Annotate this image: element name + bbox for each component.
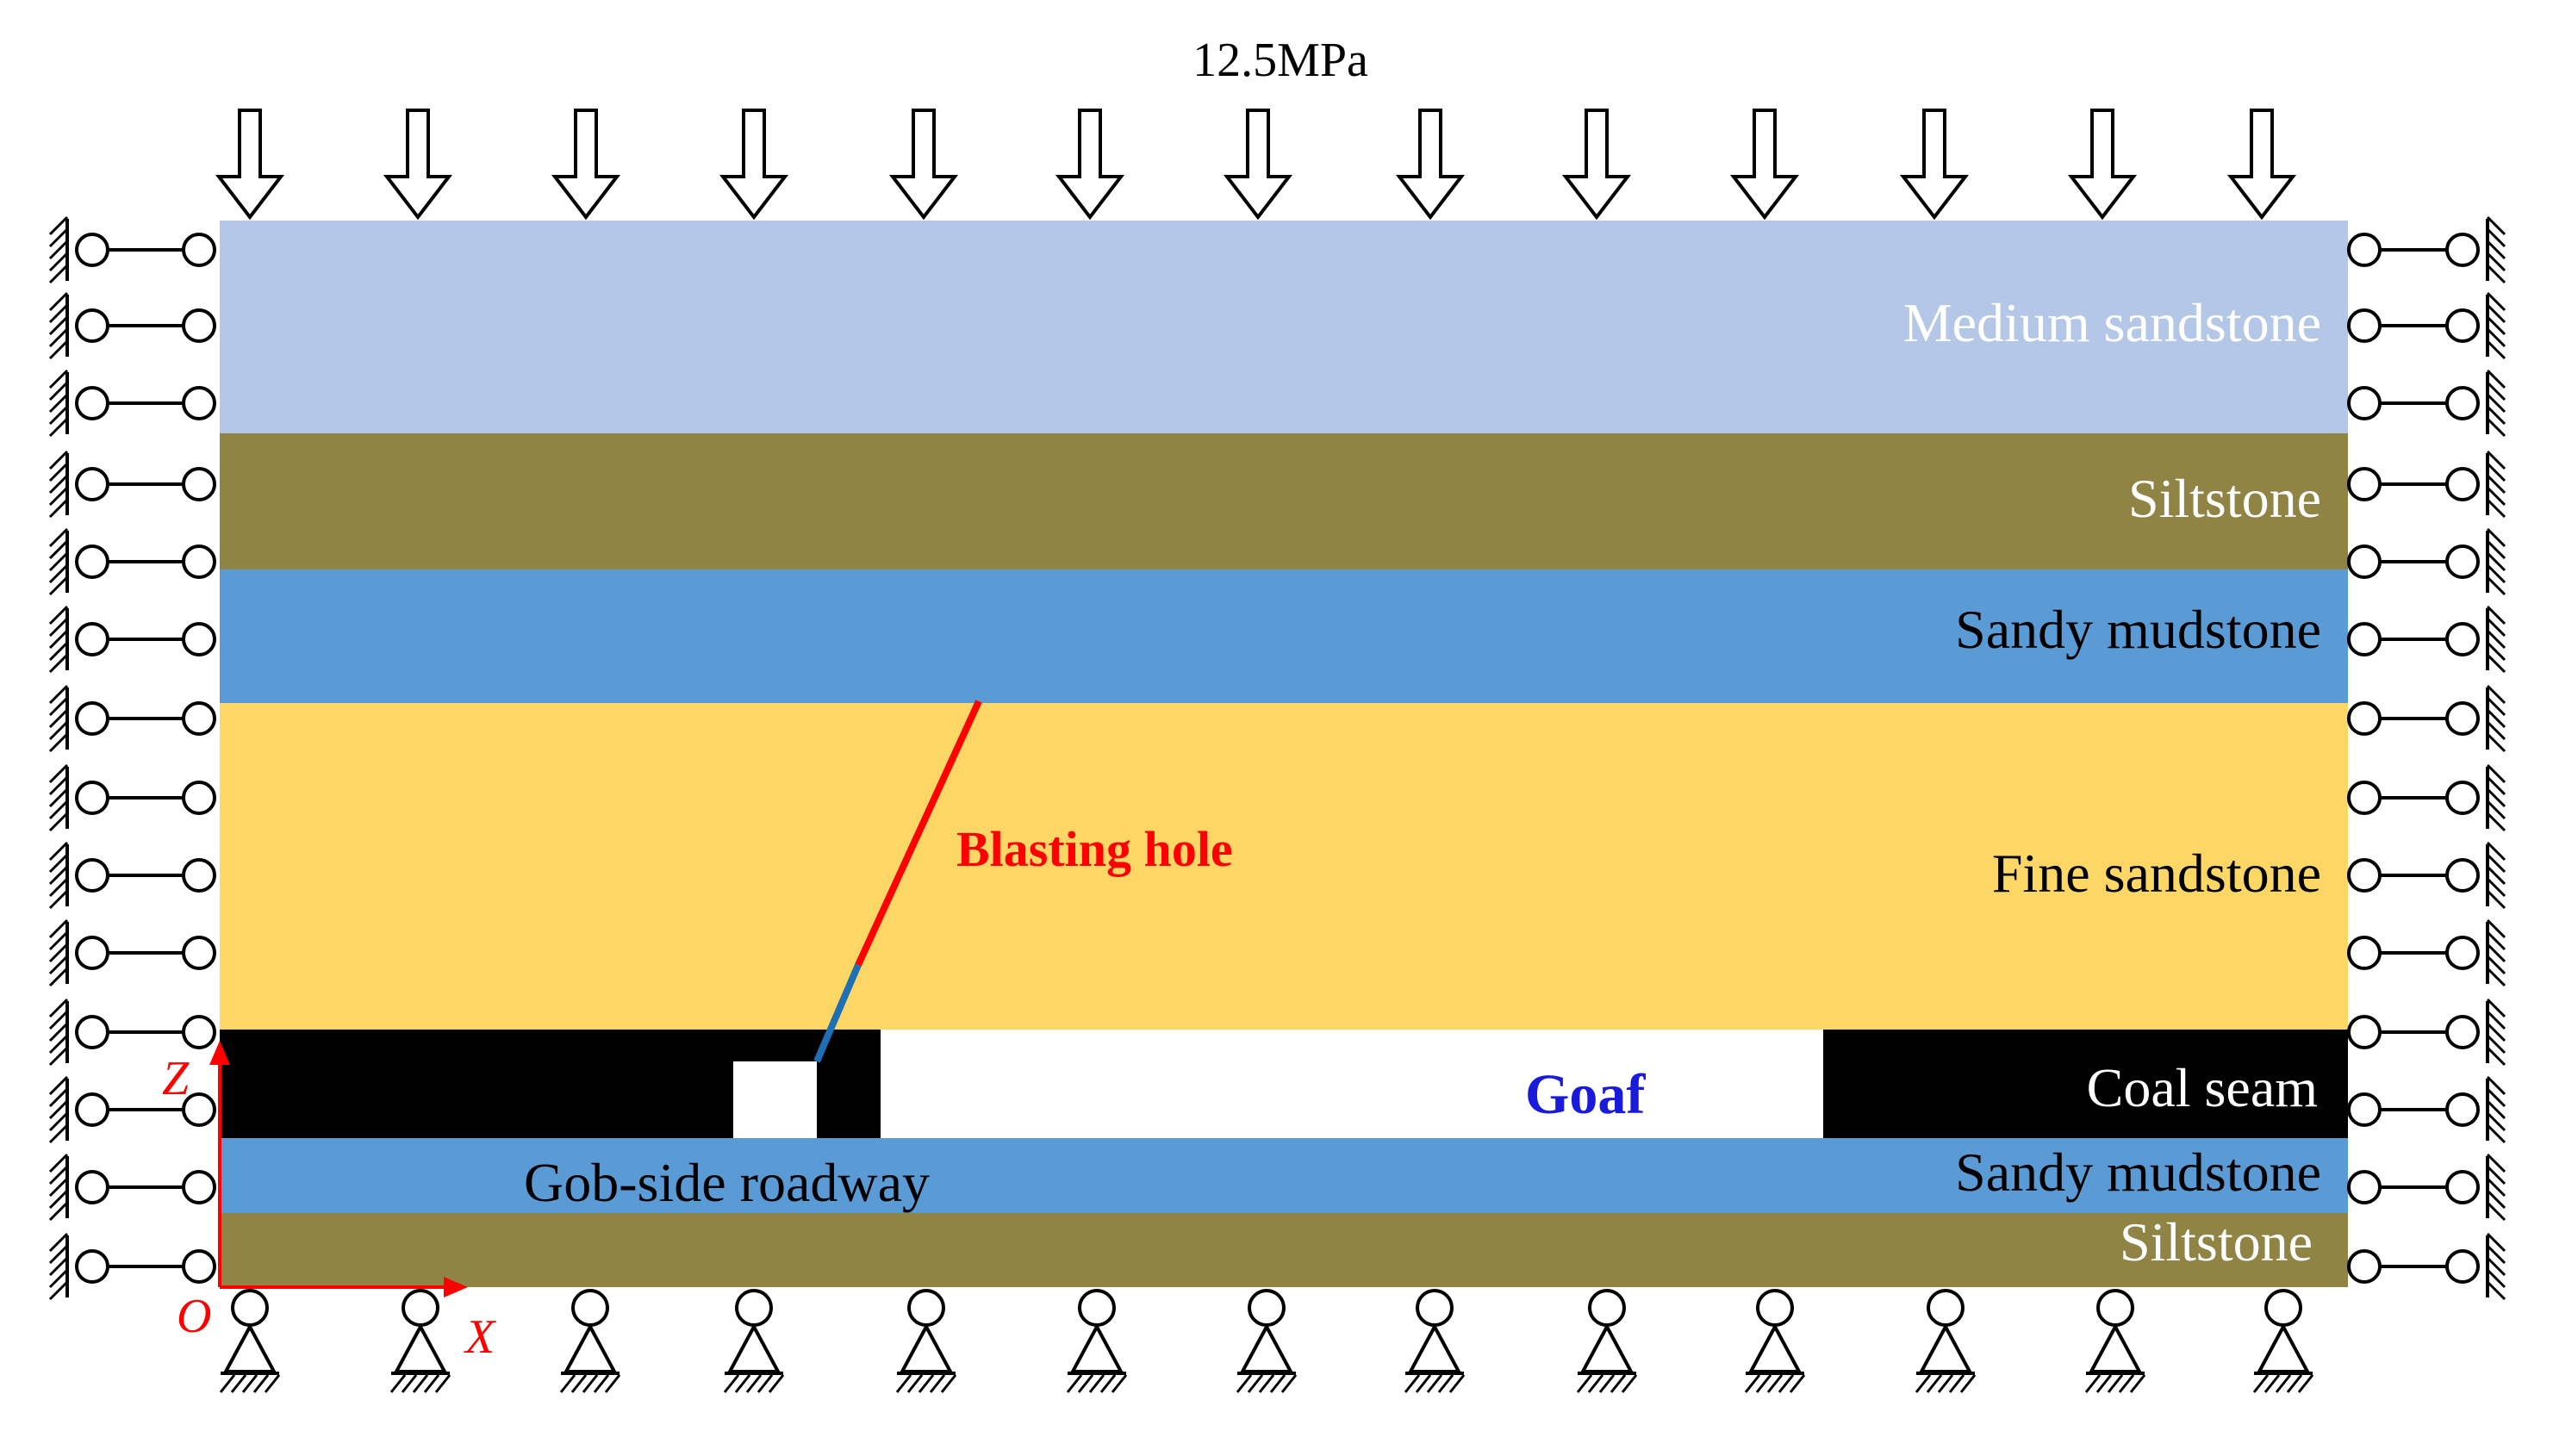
roller-support-icon [2347, 1153, 2506, 1222]
pin-support-icon [1066, 1289, 1128, 1393]
load-arrow-icon [1729, 109, 1800, 221]
roller-support-icon [2347, 450, 2506, 519]
z-axis-label: Z [162, 1052, 190, 1105]
roller-support-icon [2347, 369, 2506, 438]
bottom-pin-supports [219, 1289, 2314, 1393]
roller-support-icon [2347, 527, 2506, 596]
pin-support-icon [1236, 1289, 1298, 1393]
roller-support-icon [2347, 998, 2506, 1067]
pin-support-icon [1915, 1289, 1977, 1393]
load-arrow-icon [1899, 109, 1970, 221]
layer-siltstone-upper [220, 433, 2348, 569]
pin-support-icon [389, 1289, 451, 1393]
load-arrow-icon [2226, 109, 2297, 221]
roller-support-icon [2347, 841, 2506, 910]
roller-support-icon [48, 605, 216, 674]
pin-support-icon [895, 1289, 957, 1393]
roller-support-icon [48, 998, 216, 1067]
load-label: 12.5MPa [1192, 34, 1368, 87]
roller-support-icon [48, 841, 216, 910]
load-arrow-icon [719, 109, 789, 221]
coordinate-axes: O X Z [162, 1041, 497, 1364]
pin-support-icon [2252, 1289, 2314, 1393]
layer-siltstone-lower [220, 1213, 2348, 1287]
layer-label: Sandy mudstone [1955, 599, 2321, 660]
load-arrow-icon [1561, 109, 1632, 221]
z-axis-arrowhead [209, 1041, 230, 1065]
roller-support-icon [2347, 918, 2506, 987]
roadway-label: Gob-side roadway [524, 1152, 930, 1213]
roller-support-icon [2347, 291, 2506, 360]
layer-sandy-mudstone-upper [220, 569, 2348, 703]
roller-support-icon [48, 527, 216, 596]
pin-support-icon [1404, 1289, 1466, 1393]
roller-support-icon [48, 684, 216, 753]
roller-support-icon [2347, 1075, 2506, 1144]
roller-support-icon [2347, 1232, 2506, 1301]
roller-support-icon [2347, 215, 2506, 284]
pin-support-icon [559, 1289, 621, 1393]
blasting-hole-label: Blasting hole [956, 821, 1233, 877]
load-arrow-icon [551, 109, 621, 221]
load-arrows [215, 109, 2297, 221]
layer-label: Siltstone [2120, 1211, 2313, 1272]
roller-support-icon [48, 918, 216, 987]
load-arrow-icon [215, 109, 285, 221]
x-axis-label: X [464, 1310, 497, 1364]
right-roller-supports [2347, 215, 2506, 1301]
roller-support-icon [2347, 684, 2506, 753]
roller-support-icon [48, 369, 216, 438]
blasting-hole-stemming [813, 963, 862, 1063]
layer-label: Sandy mudstone [1955, 1142, 2321, 1203]
layer-label: Medium sandstone [1903, 292, 2321, 353]
origin-label: O [177, 1290, 211, 1343]
roller-support-icon [48, 215, 216, 284]
layer-label: Fine sandstone [1992, 843, 2321, 904]
left-roller-supports [48, 215, 216, 1301]
layer-sandy-mudstone-lower [220, 1138, 2348, 1213]
load-arrow-icon [888, 109, 959, 221]
pin-support-icon [2084, 1289, 2146, 1393]
load-arrow-icon [1395, 109, 1466, 221]
roller-support-icon [48, 763, 216, 832]
load-arrow-icon [1223, 109, 1293, 221]
pin-support-icon [1576, 1289, 1638, 1393]
load-arrow-icon [383, 109, 453, 221]
roller-support-icon [48, 1075, 216, 1144]
goaf-label: Goaf [1525, 1063, 1646, 1126]
layer-medium-sandstone [220, 221, 2348, 433]
roller-support-icon [2347, 605, 2506, 674]
roller-support-icon [48, 1153, 216, 1222]
pin-support-icon [723, 1289, 785, 1393]
layer-label: Coal seam [2087, 1057, 2318, 1118]
pin-support-icon [1744, 1289, 1806, 1393]
load-arrow-icon [1055, 109, 1125, 221]
roller-support-icon [2347, 763, 2506, 832]
roller-support-icon [48, 450, 216, 519]
pin-support-icon [219, 1289, 281, 1393]
blasting-hole-charge [855, 700, 982, 967]
roller-support-icon [48, 1232, 216, 1301]
layer-label: Siltstone [2128, 468, 2321, 529]
load-arrow-icon [2067, 109, 2138, 221]
x-axis-arrowhead [444, 1277, 468, 1297]
layer-fine-sandstone [220, 703, 2348, 1030]
roller-support-icon [48, 291, 216, 360]
goaf-area [881, 1030, 1823, 1138]
gob-side-roadway [733, 1061, 817, 1138]
